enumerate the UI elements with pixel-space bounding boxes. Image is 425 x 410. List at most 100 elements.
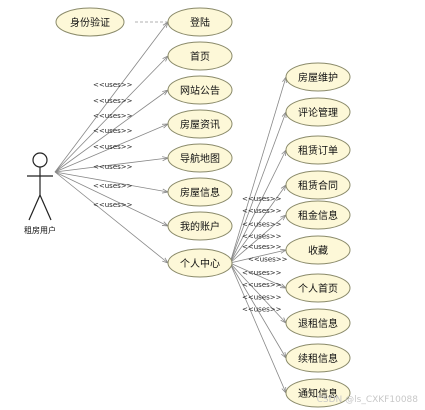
use-case-ellipse bbox=[167, 75, 233, 105]
use-case-label: 收藏 bbox=[308, 244, 328, 257]
uses-label: <<uses>> bbox=[242, 233, 282, 241]
use-case-label: 首页 bbox=[190, 50, 210, 63]
association-line bbox=[229, 111, 287, 264]
use-case[interactable]: 房屋资讯 bbox=[167, 109, 233, 139]
use-case-ellipse bbox=[285, 97, 351, 127]
use-case[interactable]: 房屋维护 bbox=[285, 62, 351, 92]
use-case[interactable]: 个人首页 bbox=[285, 273, 351, 303]
use-case-label: 通知信息 bbox=[298, 387, 338, 400]
association-line bbox=[54, 21, 169, 173]
use-case-label: 我的账户 bbox=[180, 220, 220, 233]
association-line bbox=[54, 171, 169, 193]
uses-label: <<uses>> bbox=[242, 195, 282, 203]
use-case-ellipse bbox=[285, 378, 351, 408]
use-case[interactable]: 租赁订单 bbox=[285, 135, 351, 165]
uses-label: <<uses>> bbox=[93, 182, 133, 190]
use-case-ellipse bbox=[285, 343, 351, 373]
use-case[interactable]: 登陆 bbox=[167, 7, 233, 37]
use-case[interactable]: 网站公告 bbox=[167, 75, 233, 105]
uses-label: <<uses>> bbox=[242, 269, 282, 277]
use-case-label: 个人首页 bbox=[298, 282, 338, 295]
use-case[interactable]: 退租信息 bbox=[285, 308, 351, 338]
use-case-label: 退租信息 bbox=[298, 317, 338, 330]
uses-label: <<uses>> bbox=[93, 127, 133, 135]
use-case-ellipse bbox=[167, 109, 233, 139]
association-line bbox=[54, 171, 169, 227]
association-line bbox=[229, 214, 287, 264]
association-line bbox=[229, 249, 287, 264]
use-case[interactable]: 租金信息 bbox=[285, 200, 351, 230]
use-case-label: 身份验证 bbox=[70, 16, 110, 29]
use-case-label: 租赁合同 bbox=[298, 179, 338, 192]
association-line bbox=[229, 149, 287, 264]
uses-label: <<uses>> bbox=[93, 143, 133, 151]
use-case[interactable]: 个人中心 bbox=[167, 248, 233, 278]
use-case-ellipse bbox=[285, 200, 351, 230]
use-case-ellipse bbox=[167, 143, 233, 173]
uses-label: <<uses>> bbox=[242, 243, 282, 251]
actor-rental-user[interactable]: 租房用户 bbox=[24, 152, 56, 235]
use-case-label: 评论管理 bbox=[298, 106, 338, 119]
use-case-ellipse bbox=[167, 7, 233, 37]
association-line bbox=[229, 262, 287, 289]
actor-head-icon bbox=[32, 152, 48, 168]
use-case-ellipse bbox=[285, 308, 351, 338]
use-case-ellipse bbox=[285, 135, 351, 165]
actor-label: 租房用户 bbox=[24, 225, 56, 235]
uses-label: <<uses>> bbox=[93, 112, 133, 120]
association-line bbox=[54, 123, 169, 173]
uses-label: <<uses>> bbox=[93, 81, 133, 89]
uses-stereotype-labels: <<uses>> <<uses>> <<uses>> <<uses>> <<uses>>… bbox=[93, 81, 288, 314]
use-case[interactable]: 收藏 bbox=[285, 235, 351, 265]
use-case[interactable]: 租赁合同 bbox=[285, 170, 351, 200]
use-case-label: 房屋维护 bbox=[298, 71, 338, 84]
use-case-label: 房屋信息 bbox=[180, 186, 220, 199]
uses-label: <<uses>> bbox=[242, 306, 282, 314]
use-case-identity-verification[interactable]: 身份验证 bbox=[55, 7, 125, 37]
uses-label: <<uses>> bbox=[93, 201, 133, 209]
uses-label: <<uses>> bbox=[242, 207, 282, 215]
use-case-label: 登陆 bbox=[190, 16, 210, 29]
association-line bbox=[54, 55, 169, 173]
association-line bbox=[54, 89, 169, 173]
uses-label: <<uses>> bbox=[242, 220, 282, 228]
arrowhead bbox=[281, 352, 287, 360]
use-case-ellipse bbox=[167, 248, 233, 278]
use-case[interactable]: 续租信息 bbox=[285, 343, 351, 373]
use-case-label: 个人中心 bbox=[180, 257, 220, 270]
use-case-ellipse bbox=[167, 41, 233, 71]
use-case-ellipse bbox=[285, 273, 351, 303]
use-case-ellipse bbox=[285, 235, 351, 265]
use-case[interactable]: 首页 bbox=[167, 41, 233, 71]
use-case[interactable]: 导航地图 bbox=[167, 143, 233, 173]
use-case-label: 续租信息 bbox=[298, 352, 338, 365]
watermark: CSDN @ls_CXKF10088 bbox=[317, 395, 419, 405]
use-case-ellipse bbox=[167, 177, 233, 207]
uses-label: <<uses>> bbox=[242, 281, 282, 289]
association-line bbox=[229, 262, 287, 324]
association-line bbox=[229, 184, 287, 264]
association-line bbox=[229, 262, 287, 359]
actor-right-leg bbox=[39, 194, 52, 221]
use-case-label: 租赁订单 bbox=[298, 144, 338, 157]
association-lines bbox=[54, 21, 288, 395]
use-case-ellipse bbox=[285, 62, 351, 92]
actor-left-leg bbox=[28, 194, 41, 221]
use-case-ellipse bbox=[167, 211, 233, 241]
use-case-label: 房屋资讯 bbox=[180, 118, 220, 131]
use-case[interactable]: 我的账户 bbox=[167, 211, 233, 241]
use-case[interactable]: 房屋信息 bbox=[167, 177, 233, 207]
use-case[interactable]: 通知信息 bbox=[285, 378, 351, 408]
association-line bbox=[229, 262, 287, 394]
uses-label: <<uses>> bbox=[93, 97, 133, 105]
uses-label: <<uses>> bbox=[93, 163, 133, 171]
use-case[interactable]: 评论管理 bbox=[285, 97, 351, 127]
use-case-label: 租金信息 bbox=[298, 209, 338, 222]
association-line bbox=[229, 76, 287, 264]
use-case-ellipse bbox=[285, 170, 351, 200]
association-line bbox=[54, 157, 169, 173]
association-line bbox=[54, 171, 169, 264]
